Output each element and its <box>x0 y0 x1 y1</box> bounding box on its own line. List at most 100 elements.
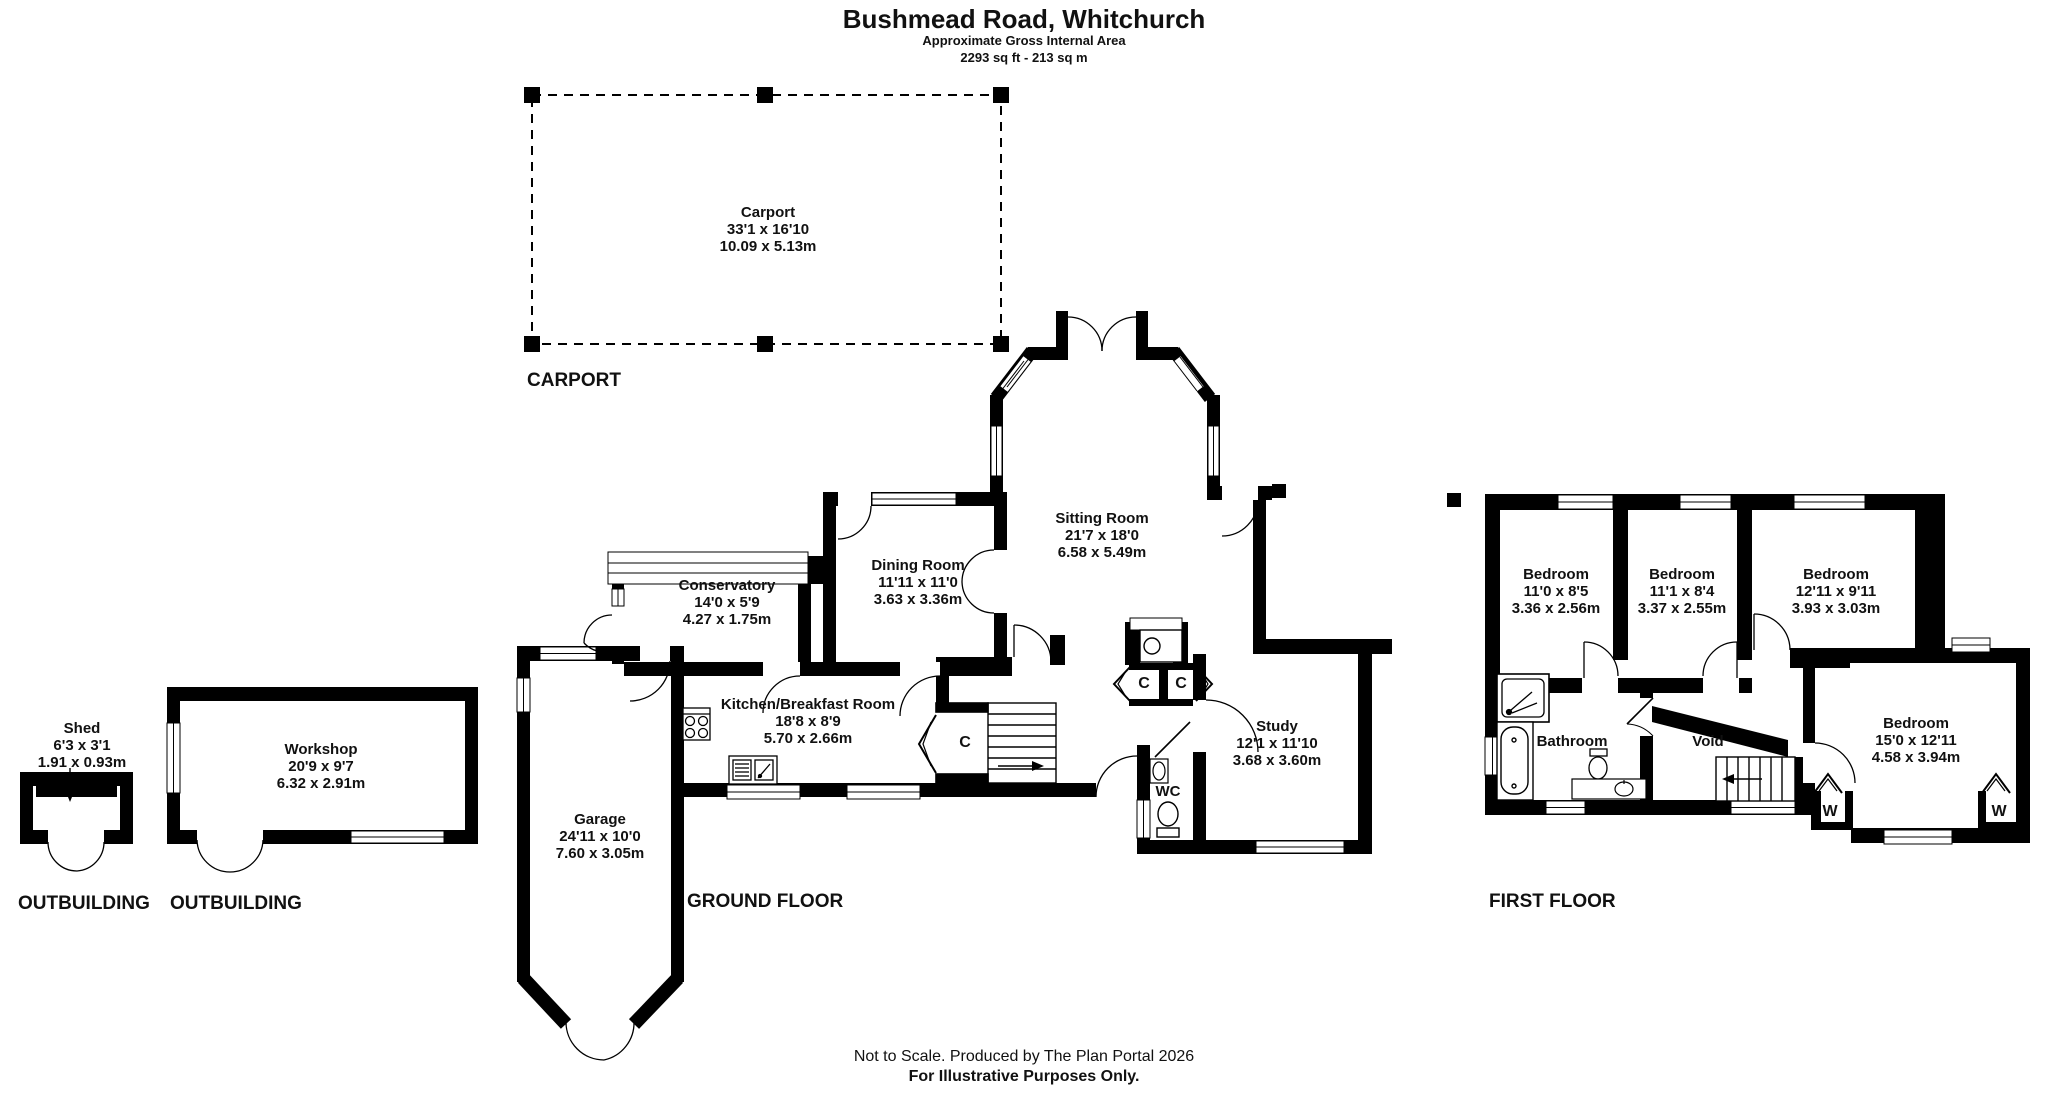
room-name: Carport <box>740 204 796 221</box>
wardrobe-bifold-doors <box>1813 772 2011 794</box>
room-dim-imperial: 11'1 x 8'4 <box>1649 583 1715 600</box>
kitchen-label: Kitchen/Breakfast Room 18'8 x 8'9 5.70 x… <box>721 696 895 747</box>
stairs-upper-icon <box>1715 756 1796 802</box>
room-name: Bedroom <box>1803 566 1869 583</box>
carport-post-icon <box>524 87 1009 352</box>
outbuilding-section-label-1: OUTBUILDING <box>18 893 150 914</box>
carport-room-label: Carport 33'1 x 16'10 10.09 x 5.13m <box>720 204 817 255</box>
ground-floor-section-label: GROUND FLOOR <box>687 891 844 912</box>
ground-floor-doors <box>565 316 1259 1061</box>
room-name: Garage <box>574 811 626 828</box>
carport-outline <box>524 87 1009 352</box>
room-dim-imperial: 24'11 x 10'0 <box>559 828 641 845</box>
void-label: Void <box>1692 733 1723 750</box>
ground-floor-windows <box>516 356 1345 854</box>
room-name: Bedroom <box>1649 566 1715 583</box>
room-dim-metric: 4.58 x 3.94m <box>1871 749 1961 766</box>
cupboard-marker: C <box>1138 675 1150 692</box>
ground-floor-walls <box>517 311 1461 1029</box>
wc-toilet-icon <box>1156 801 1180 838</box>
shed-label: Shed 6'3 x 3'1 1.91 x 0.93m <box>38 720 126 771</box>
room-dim-metric: 3.36 x 2.56m <box>1511 600 1601 617</box>
footer-disclaimer: Not to Scale. Produced by The Plan Porta… <box>853 1048 1195 1065</box>
room-dim-imperial: 20'9 x 9'7 <box>288 758 354 775</box>
bathroom-label: Bathroom <box>1537 733 1608 750</box>
page-subtitle-size: 2293 sq ft - 213 sq m <box>960 50 1088 65</box>
room-name: Conservatory <box>678 577 776 594</box>
room-dim-metric: 10.09 x 5.13m <box>719 238 817 255</box>
shed-walls <box>20 772 133 844</box>
sitting-room-label: Sitting Room 21'7 x 18'0 6.58 x 5.49m <box>1055 510 1148 561</box>
garage-label: Garage 24'11 x 10'0 7.60 x 3.05m <box>556 811 644 862</box>
room-dim-imperial: 21'7 x 18'0 <box>1065 527 1139 544</box>
room-name: Study <box>1256 718 1298 735</box>
room-dim-imperial: 15'0 x 12'11 <box>1875 732 1957 749</box>
conservatory-glazing <box>607 551 809 607</box>
room-dim-metric: 3.93 x 3.03m <box>1791 600 1881 617</box>
room-dim-imperial: 33'1 x 16'10 <box>726 221 810 238</box>
cupboard-marker: C <box>1175 675 1187 692</box>
hall-cupboard <box>917 702 989 784</box>
carport-section-label: CARPORT <box>527 370 621 391</box>
room-dim-imperial: 11'0 x 8'5 <box>1523 583 1589 600</box>
room-dim-metric: 4.27 x 1.75m <box>682 611 772 628</box>
boiler-icon <box>1129 617 1183 663</box>
wardrobe-marker: W <box>1991 803 2007 820</box>
workshop-doors <box>196 839 264 873</box>
study-label: Study 12'1 x 11'10 3.68 x 3.60m <box>1233 718 1321 769</box>
page-title: Bushmead Road, Whitchurch <box>842 4 1206 34</box>
room-name: WC <box>1155 783 1181 800</box>
conservatory-label: Conservatory 14'0 x 5'9 4.27 x 1.75m <box>679 577 776 628</box>
footer-purpose: For Illustrative Purposes Only. <box>908 1068 1140 1085</box>
dining-room-label: Dining Room 11'11 x 11'0 3.63 x 3.36m <box>871 557 964 608</box>
room-name: Bedroom <box>1523 566 1589 583</box>
stairs-icon <box>987 702 1057 784</box>
room-dim-metric: 6.32 x 2.91m <box>276 775 366 792</box>
sink-icon <box>728 755 778 785</box>
shed-doors <box>47 841 105 872</box>
room-name: Kitchen/Breakfast Room <box>720 696 896 713</box>
room-dim-metric: 3.37 x 2.55m <box>1637 600 1727 617</box>
first-floor-doors <box>1583 613 1856 784</box>
room-dim-imperial: 11'11 x 11'0 <box>878 574 958 591</box>
room-dim-imperial: 12'1 x 11'10 <box>1236 735 1318 752</box>
cupboard-marker: C <box>959 734 971 751</box>
shed-pointer-arrow <box>66 768 74 802</box>
room-dim-metric: 3.63 x 3.36m <box>873 591 963 608</box>
room-name: Void <box>1692 733 1724 750</box>
cupboard-bifold-doors <box>1112 666 1214 702</box>
bedroom-1-label: Bedroom 11'0 x 8'5 3.36 x 2.56m <box>1512 566 1600 617</box>
wc-label: WC <box>1156 783 1181 800</box>
bedroom-2-label: Bedroom 11'1 x 8'4 3.37 x 2.55m <box>1638 566 1726 617</box>
bathroom-toilet-icon <box>1588 748 1608 780</box>
ground-floor-door-openings <box>640 486 1258 797</box>
wc-basin-icon <box>1149 758 1169 784</box>
room-dim-imperial: 12'11 x 9'11 <box>1795 583 1877 600</box>
room-dim-imperial: 6'3 x 3'1 <box>53 737 111 754</box>
shower-icon <box>1496 673 1550 723</box>
first-floor-section-label: FIRST FLOOR <box>1489 891 1616 912</box>
page-subtitle-area: Approximate Gross Internal Area <box>922 33 1126 48</box>
room-dim-metric: 3.68 x 3.60m <box>1232 752 1322 769</box>
vanity-basin-icon <box>1571 778 1647 800</box>
wardrobe-marker: W <box>1822 803 1838 820</box>
room-name: Dining Room <box>871 557 965 574</box>
room-name: Shed <box>63 720 101 737</box>
room-name: Sitting Room <box>1055 510 1149 527</box>
bedroom-3-label: Bedroom 12'11 x 9'11 3.93 x 3.03m <box>1792 566 1880 617</box>
bedroom-4-label: Bedroom 15'0 x 12'11 4.58 x 3.94m <box>1872 715 1960 766</box>
room-dim-imperial: 18'8 x 8'9 <box>775 713 841 730</box>
room-name: Workshop <box>284 741 358 758</box>
outbuilding-section-label-2: OUTBUILDING <box>170 893 302 914</box>
room-name: Bathroom <box>1536 733 1608 750</box>
room-dim-imperial: 14'0 x 5'9 <box>694 594 760 611</box>
workshop-windows <box>166 722 445 844</box>
hob-icon <box>682 707 711 741</box>
bathtub-icon <box>1496 721 1534 801</box>
first-floor-windows <box>1484 494 1991 845</box>
bay-window <box>1000 356 1204 392</box>
workshop-label: Workshop 20'9 x 9'7 6.32 x 2.91m <box>277 741 365 792</box>
room-dim-metric: 7.60 x 3.05m <box>555 845 645 862</box>
